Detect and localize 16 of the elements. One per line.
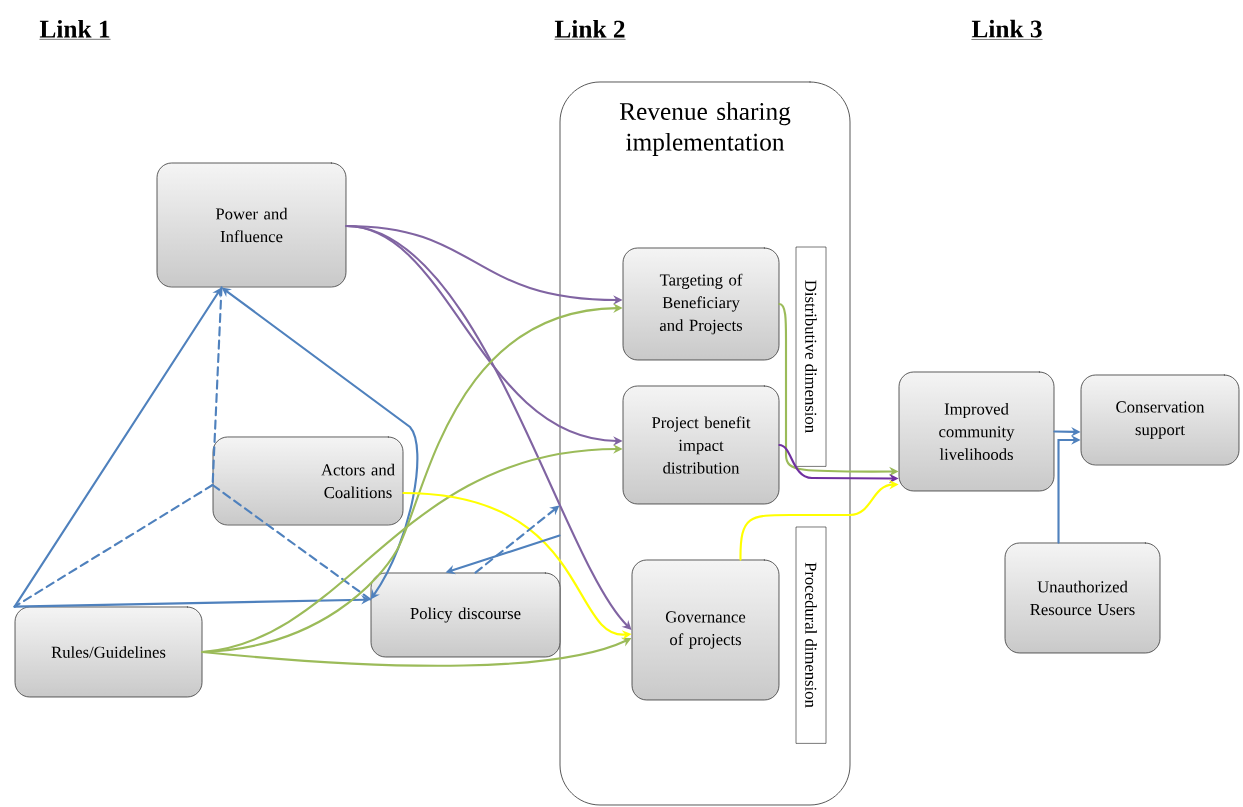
process-box: Actors and Coalitions	[212, 436, 404, 526]
process-box: Governance of projects	[631, 559, 780, 701]
process-box: Rules/Guidelines	[14, 606, 203, 698]
heading: Link 3	[971, 19, 1043, 40]
process-box: Unauthorized Resource Users	[1004, 542, 1161, 654]
process-box: Policy discourse	[370, 572, 561, 658]
heading: Link 1	[39, 19, 111, 40]
process-box: Improved community livelihoods	[898, 371, 1055, 492]
process-box: Power and Influence	[156, 162, 347, 288]
dimension-box: Procedural dimension	[795, 526, 827, 744]
dimension-box: Distributive dimension	[795, 246, 827, 467]
arrow	[345, 224, 632, 630]
process-box: Project benefit impact distribution	[622, 385, 780, 505]
process-box: Targeting of Beneficiary and Projects	[622, 247, 780, 361]
heading: Link 2	[554, 19, 626, 40]
process-box: Conservation support	[1080, 374, 1240, 466]
